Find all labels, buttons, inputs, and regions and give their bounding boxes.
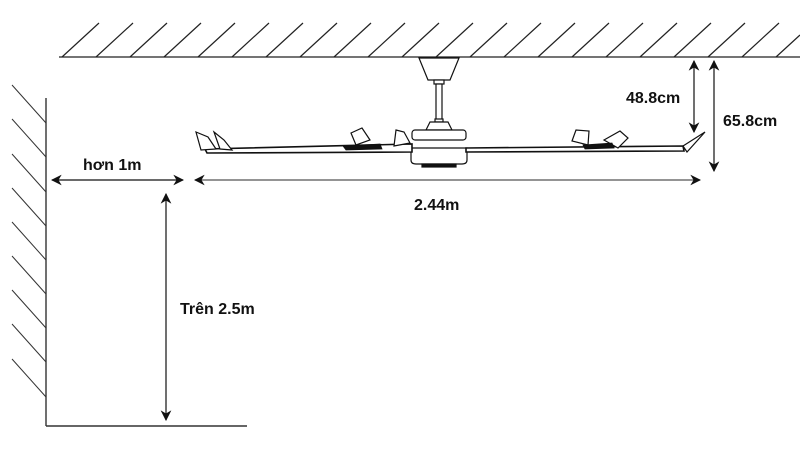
ceiling: [59, 22, 800, 58]
floor-height-label: Trên 2.5m: [180, 301, 255, 318]
fan-canopy: [418, 57, 460, 81]
wall-hatch: [11, 84, 47, 398]
fan-motor-bottom: [410, 147, 468, 165]
fan-blade-left: [195, 127, 413, 154]
fan-motor-housing: [411, 129, 467, 141]
fan-blade-right: [465, 129, 706, 153]
wall-clearance-label: hơn 1m: [83, 157, 142, 174]
fan-light-cap: [421, 163, 457, 168]
fan-downrod: [435, 83, 443, 121]
ceiling-fan: [195, 57, 706, 168]
fan-span-label: 2.44m: [414, 197, 460, 214]
fan-motor-top: [425, 121, 453, 131]
dimension-lines: [50, 59, 720, 422]
wall: [11, 84, 47, 426]
downrod-drop-label: 48.8cm: [626, 90, 681, 107]
total-drop-label: 65.8cm: [723, 113, 778, 130]
ceiling-hatch: [61, 22, 800, 58]
